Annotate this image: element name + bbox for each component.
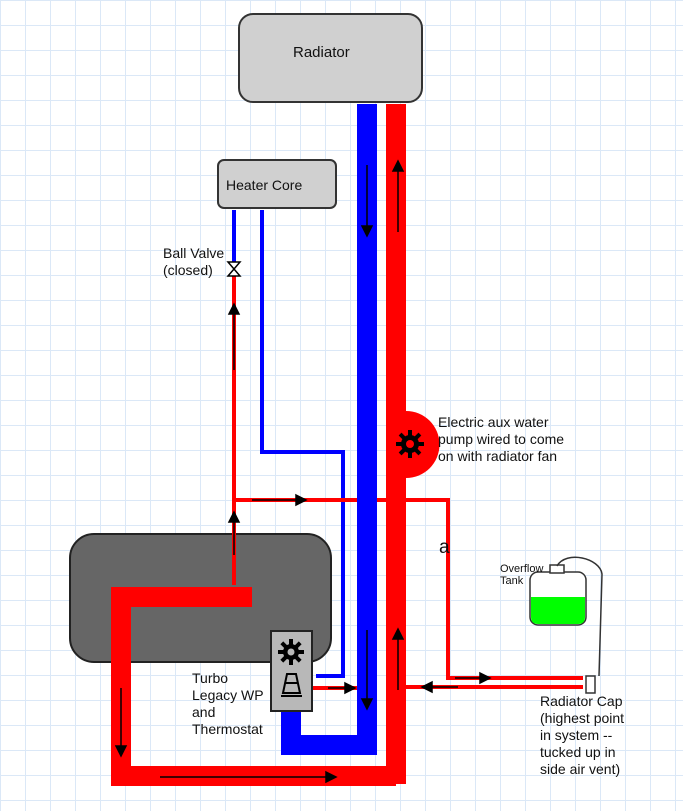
aux-pump-gear-icon [396,430,424,458]
ball-valve-icon [226,261,242,277]
heater-return-line [260,210,345,678]
radiator-cold-line [281,104,377,755]
water-pump-gear-icon [278,639,304,665]
radiator-cap-label: Radiator Cap (highest point in system --… [540,693,625,777]
wp-thermostat-label: Turbo Legacy WP and Thermostat [192,670,264,737]
aux-pump-label: Electric aux water pump wired to come on… [438,414,565,464]
ball-valve-label: Ball Valve (closed) [163,245,225,278]
line-a [444,498,583,680]
engine-hot-loop [111,587,396,786]
radiator-label: Radiator [293,44,350,61]
thermostat-icon [281,673,302,697]
radiator-cap-icon [585,675,596,694]
point-a-label: a [439,537,450,558]
overflow-tank [529,564,587,626]
overflow-tank-label: Overflow Tank [500,563,544,587]
overflow-hose [556,556,603,677]
flow-arrows [114,159,492,784]
heater-core-box [217,159,337,209]
heater-core-label: Heater Core [226,177,303,193]
radiator-box [238,13,423,103]
